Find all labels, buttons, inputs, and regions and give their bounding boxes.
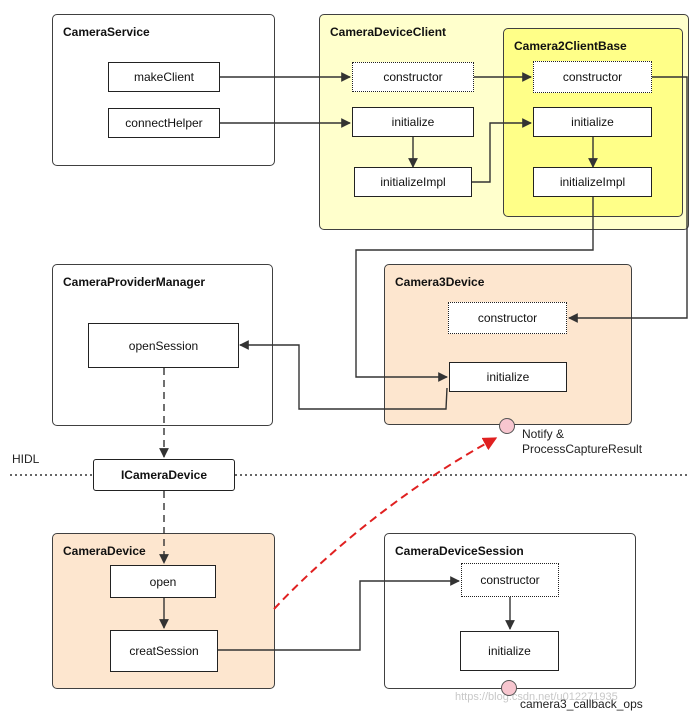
watermark: https://blog.csdn.net/u012271935: [455, 691, 618, 703]
node-c3d-constructor: constructor: [448, 302, 567, 334]
edge-callback-notify: [273, 437, 498, 610]
node-c2cb-initialize-label: initialize: [571, 115, 614, 129]
node-make-client-label: makeClient: [133, 70, 195, 84]
node-c3d-initialize: initialize: [449, 362, 567, 392]
edge-cdc-initializeimpl-c2cb-initialize: [472, 118, 532, 183]
node-c3d-initialize-label: initialize: [486, 370, 530, 384]
node-cdc-initialize-impl-label: initializeImpl: [380, 175, 446, 189]
edge-c3d-initialize-opensession: [239, 340, 448, 410]
edge-c2cb-constructor-c3d-constructor: [568, 76, 688, 323]
node-cdc-initialize-label: initialize: [391, 115, 435, 129]
group-camera-service: CameraService: [52, 14, 275, 166]
node-c2cb-initialize-impl: initializeImpl: [533, 167, 652, 197]
node-cdc-constructor: constructor: [352, 62, 474, 92]
node-c2cb-constructor-label: constructor: [562, 70, 623, 84]
node-open: open: [110, 565, 216, 598]
callback-ops-endpoint: [501, 680, 517, 696]
callback-ops-label: camera3_callback_ops: [520, 697, 643, 711]
group-title-camera-provider-manager: CameraProviderManager: [63, 275, 206, 289]
notify-line1: Notify &: [522, 427, 565, 441]
node-make-client: makeClient: [108, 62, 220, 92]
node-c2cb-constructor: constructor: [533, 61, 652, 93]
group-title-camera-device-client: CameraDeviceClient: [330, 25, 447, 39]
edge-creatsession-cds-constructor: [218, 576, 460, 651]
node-c2cb-initialize: initialize: [533, 107, 652, 137]
node-icamera-device-label: ICameraDevice: [120, 468, 208, 482]
notify-callout: Notify & ProcessCaptureResult: [522, 427, 642, 457]
node-c2cb-initialize-impl-label: initializeImpl: [559, 175, 626, 189]
node-cds-initialize-label: initialize: [488, 644, 531, 658]
notify-line2: ProcessCaptureResult: [522, 442, 643, 456]
node-cds-initialize: initialize: [460, 631, 559, 671]
node-cds-constructor: constructor: [461, 563, 559, 597]
edge-c2cb-initializeimpl-c3d-initialize: [355, 197, 594, 382]
node-icamera-device: ICameraDevice: [93, 459, 235, 491]
node-cdc-initialize: initialize: [352, 107, 474, 137]
node-cdc-initialize-impl: initializeImpl: [354, 167, 472, 197]
notify-endpoint: [499, 418, 515, 434]
node-cdc-constructor-label: constructor: [383, 70, 443, 84]
node-cds-constructor-label: constructor: [480, 573, 540, 587]
node-creat-session: creatSession: [110, 630, 218, 672]
group-title-camera2-client-base: Camera2ClientBase: [514, 39, 627, 53]
node-connect-helper: connectHelper: [108, 108, 220, 138]
node-connect-helper-label: connectHelper: [125, 116, 203, 130]
node-c3d-constructor-label: constructor: [477, 311, 538, 325]
node-open-session-label: openSession: [128, 338, 199, 353]
node-creat-session-label: creatSession: [129, 644, 199, 658]
group-title-camera-device-session: CameraDeviceSession: [395, 544, 524, 558]
group-title-camera-service: CameraService: [63, 25, 150, 39]
hidl-label: HIDL: [12, 452, 40, 466]
group-title-camera-device: CameraDevice: [63, 544, 146, 558]
node-open-label: open: [149, 574, 177, 589]
node-open-session: openSession: [88, 323, 239, 368]
group-title-camera3-device: Camera3Device: [395, 275, 485, 289]
